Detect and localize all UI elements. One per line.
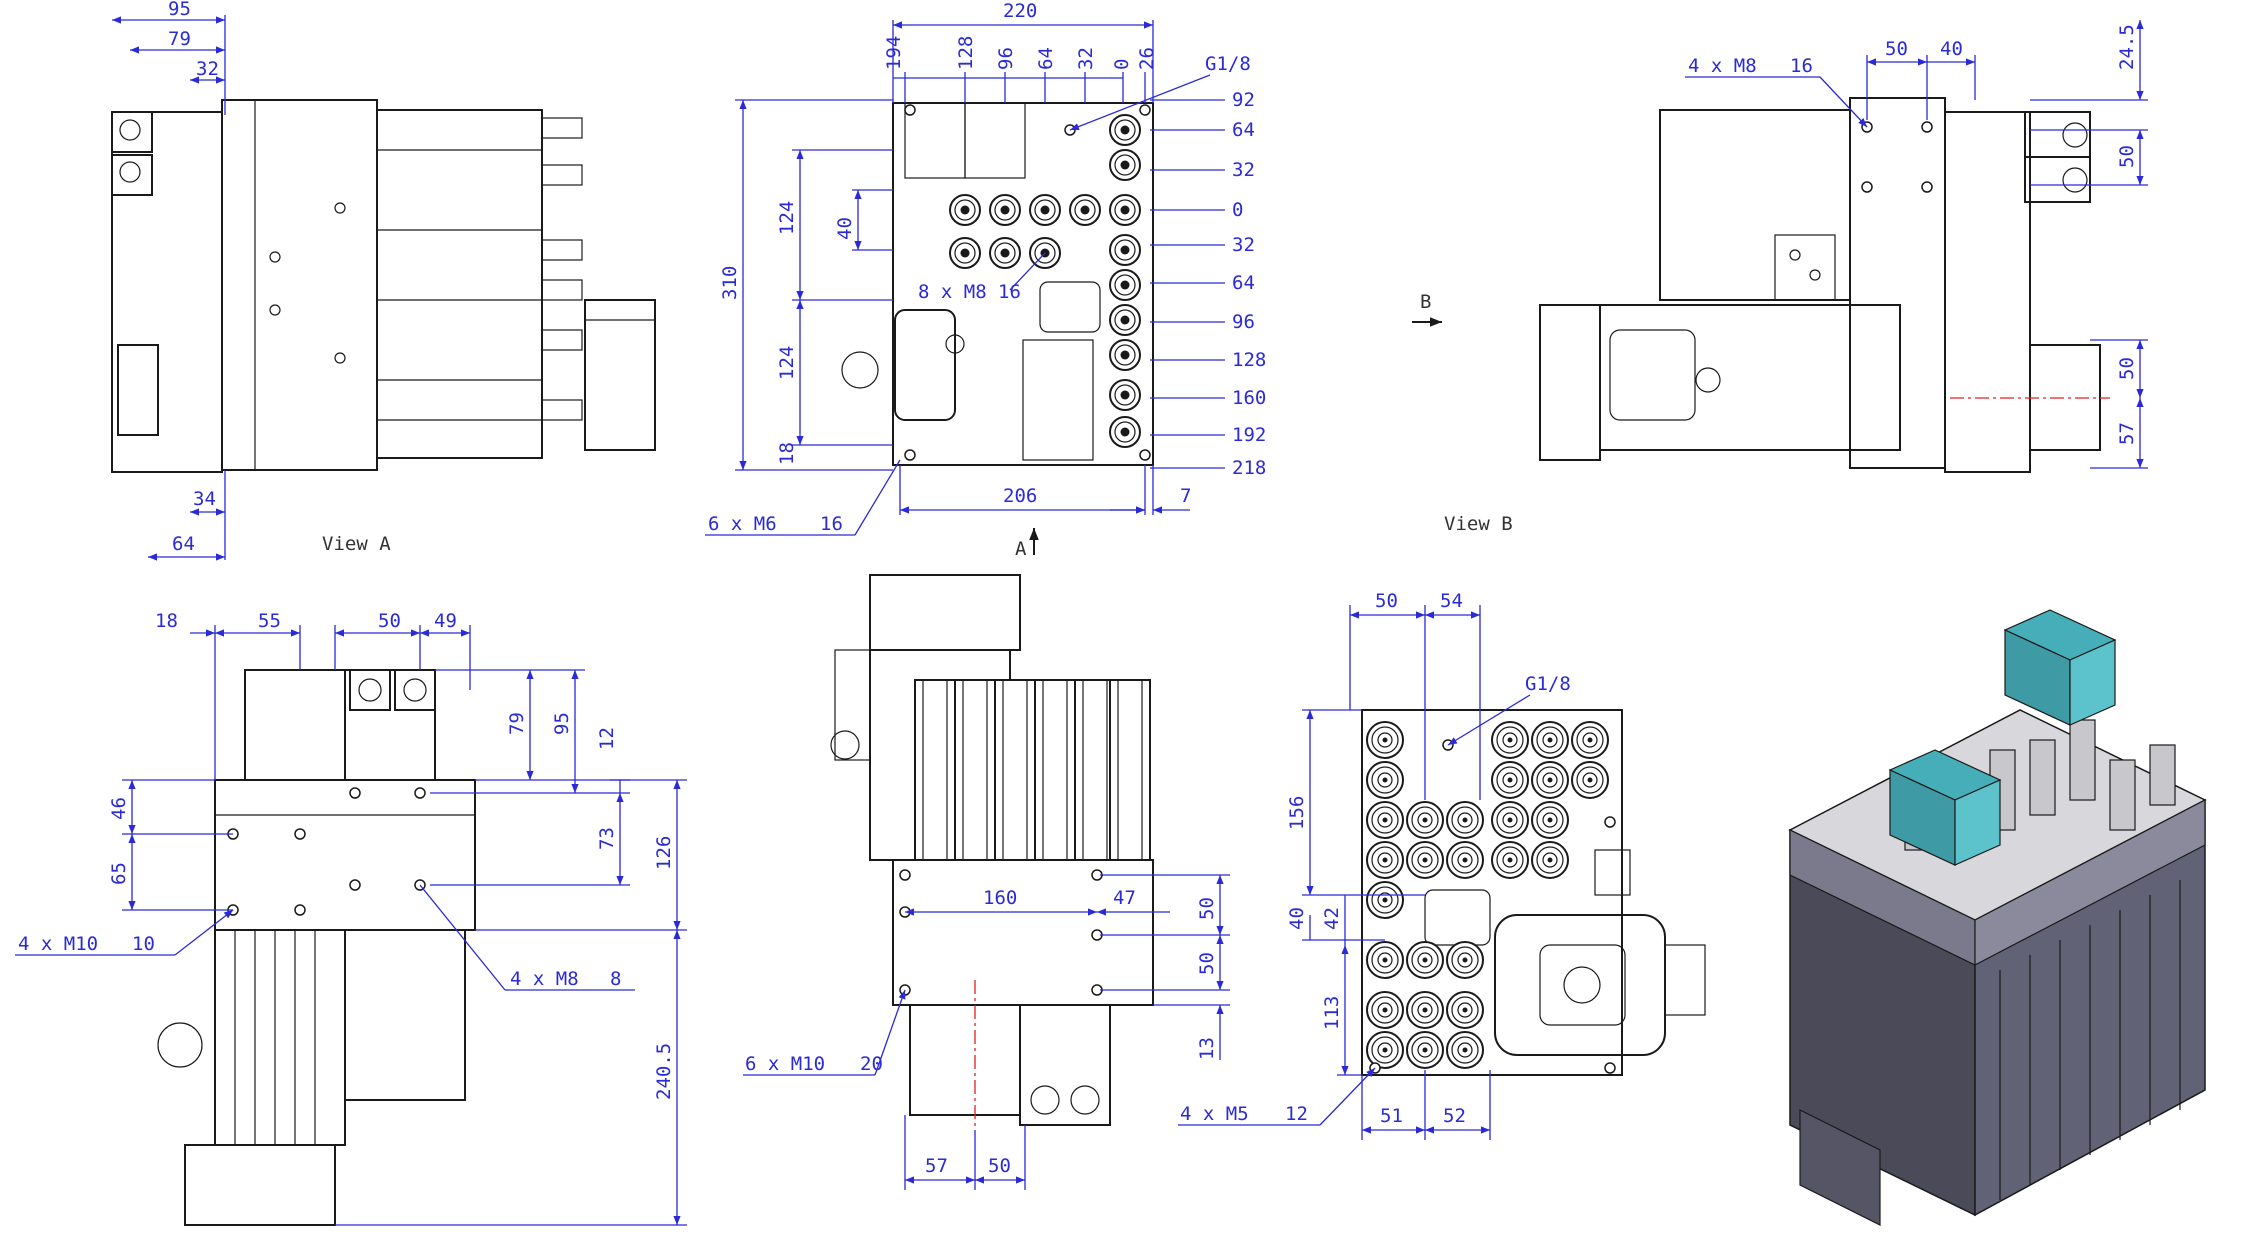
front-callout-g18: G1/8 <box>1205 53 1251 75</box>
view-b-dim-40: 40 <box>1940 38 1963 60</box>
front-dim-194: 194 <box>883 36 905 70</box>
front-dim-310: 310 <box>719 266 741 300</box>
front-callout-m8: 8 x M8 <box>918 281 987 303</box>
bl-dim-46: 46 <box>108 797 130 820</box>
view-a-dim-95: 95 <box>168 0 191 20</box>
bottom-left-view-drawing <box>157 669 476 1226</box>
bl-dim-49: 49 <box>434 610 457 632</box>
bl-dim-79: 79 <box>506 712 528 735</box>
front-dim-r64a: 64 <box>1232 119 1255 141</box>
br-callout-m5-depth: 12 <box>1285 1103 1308 1125</box>
bm-dim-50c: 50 <box>988 1155 1011 1177</box>
arrow-a-label: A <box>1015 538 1027 560</box>
bottom-mid-dimensions: 160 47 50 50 13 57 50 6 x M10 20 <box>743 874 1230 1190</box>
bl-dim-55: 55 <box>258 610 281 632</box>
bottom-mid-view-drawing <box>830 574 1154 1130</box>
view-a-dim-34: 34 <box>193 488 216 510</box>
bottom-left-dimensions: 18 55 50 49 79 95 12 73 126 240.5 46 65 … <box>15 610 687 1226</box>
arrow-b-label: B <box>1420 291 1431 313</box>
view-b-dim-50b: 50 <box>2116 145 2138 168</box>
bm-dim-50a: 50 <box>1196 897 1218 920</box>
front-dim-40: 40 <box>834 217 856 240</box>
bl-dim-18: 18 <box>155 610 178 632</box>
bl-dim-126: 126 <box>653 836 675 870</box>
bm-callout-m10-depth: 20 <box>860 1053 883 1075</box>
front-dim-0: 0 <box>1111 59 1133 70</box>
bm-dim-50b: 50 <box>1196 952 1218 975</box>
br-dim-113: 113 <box>1321 996 1343 1030</box>
front-dim-r160: 160 <box>1232 387 1266 409</box>
bl-callout-m8: 4 x M8 <box>510 968 579 990</box>
bm-callout-m10: 6 x M10 <box>745 1053 825 1075</box>
view-a-dimensions: 95 79 32 34 64 View A <box>112 0 391 561</box>
isometric-render <box>1788 609 2207 1226</box>
br-dim-54: 54 <box>1440 590 1463 612</box>
front-dim-220: 220 <box>1003 0 1037 22</box>
br-dim-52: 52 <box>1443 1105 1466 1127</box>
view-a-side-drawing <box>111 99 656 473</box>
view-b-dimensions: 50 40 24.5 50 50 57 4 x M8 16 B View B <box>1412 20 2148 535</box>
view-b-side-drawing <box>1539 97 2110 473</box>
bl-callout-m8-depth: 8 <box>610 968 621 990</box>
bottom-right-dimensions: 50 54 156 40 42 113 51 52 G1/8 4 x M5 12 <box>1178 590 1571 1140</box>
view-b-callout-m8-depth: 16 <box>1790 55 1813 77</box>
front-dim-128: 128 <box>955 36 977 70</box>
front-dim-18: 18 <box>776 442 798 465</box>
br-dim-42: 42 <box>1321 907 1343 930</box>
front-dim-r32a: 32 <box>1232 159 1255 181</box>
front-dim-64: 64 <box>1035 47 1057 70</box>
front-dim-7: 7 <box>1180 485 1191 507</box>
front-dim-r32b: 32 <box>1232 234 1255 256</box>
front-callout-m8-depth: 16 <box>998 281 1021 303</box>
view-b-caption: View B <box>1444 513 1513 535</box>
front-dim-r0: 0 <box>1232 199 1243 221</box>
bl-dim-65: 65 <box>108 862 130 885</box>
bm-dim-160: 160 <box>983 887 1017 909</box>
view-a-dim-64: 64 <box>172 533 195 555</box>
bottom-right-view-drawing <box>1361 709 1706 1076</box>
bm-dim-57: 57 <box>925 1155 948 1177</box>
view-a-caption: View A <box>322 533 391 555</box>
br-callout-m5: 4 x M5 <box>1180 1103 1249 1125</box>
front-dim-r92: 92 <box>1232 89 1255 111</box>
front-dim-r96: 96 <box>1232 311 1255 333</box>
br-dim-156: 156 <box>1286 796 1308 830</box>
front-dim-206: 206 <box>1003 485 1037 507</box>
bm-dim-47: 47 <box>1113 887 1136 909</box>
br-dim-40: 40 <box>1286 907 1308 930</box>
front-callout-m6-depth: 16 <box>820 513 843 535</box>
bl-dim-95: 95 <box>551 712 573 735</box>
bl-dim-73: 73 <box>596 827 618 850</box>
front-dim-96: 96 <box>995 47 1017 70</box>
bl-dim-12: 12 <box>596 727 618 750</box>
view-b-dim-50c: 50 <box>2116 357 2138 380</box>
bl-dim-240-5: 240.5 <box>653 1043 675 1100</box>
bl-dim-50: 50 <box>378 610 401 632</box>
front-callout-m6: 6 x M6 <box>708 513 777 535</box>
view-b-dim-24-5: 24.5 <box>2116 24 2138 70</box>
view-b-callout-m8: 4 x M8 <box>1688 55 1757 77</box>
front-dim-r128: 128 <box>1232 349 1266 371</box>
front-view-drawing <box>841 102 1154 466</box>
br-callout-g18: G1/8 <box>1525 673 1571 695</box>
front-dim-32: 32 <box>1075 47 1097 70</box>
bm-dim-13: 13 <box>1196 1037 1218 1060</box>
bl-callout-m10: 4 x M10 <box>18 933 98 955</box>
view-b-dim-57: 57 <box>2116 422 2138 445</box>
bl-callout-m10-depth: 10 <box>132 933 155 955</box>
front-dim-r64b: 64 <box>1232 272 1255 294</box>
view-b-dim-50a: 50 <box>1885 38 1908 60</box>
front-dim-124b: 124 <box>776 346 798 380</box>
br-dim-50: 50 <box>1375 590 1398 612</box>
view-a-dim-32: 32 <box>196 58 219 80</box>
front-dim-26: 26 <box>1136 47 1158 70</box>
br-dim-51: 51 <box>1380 1105 1403 1127</box>
front-dim-124a: 124 <box>776 201 798 235</box>
front-dim-r192: 192 <box>1232 424 1266 446</box>
front-dim-r218: 218 <box>1232 457 1266 479</box>
view-a-dim-79: 79 <box>168 28 191 50</box>
front-view-dimensions: 220 194 128 96 64 32 0 26 92 64 32 0 32 … <box>705 0 1266 560</box>
